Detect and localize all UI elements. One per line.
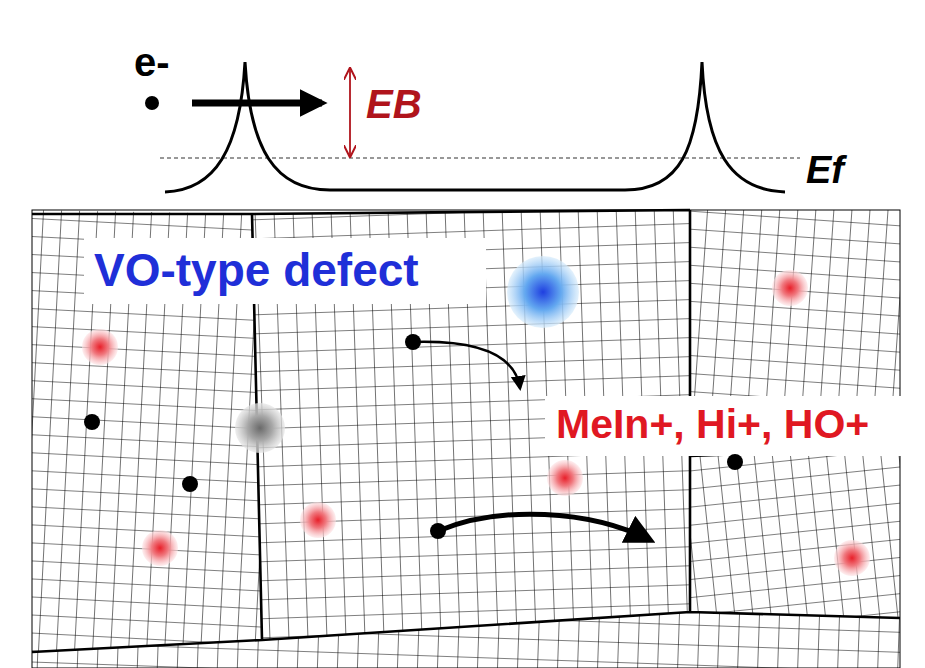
barrier-profile [165,62,785,192]
barrier-height-arrow [349,70,351,155]
fermi-level-label: Ef [806,150,844,192]
label-ground [84,238,486,304]
donor-dopant [82,270,870,576]
dopant-label: MeIn+, Hi+, HO+ [556,402,869,447]
barrier-energy-label: EB [366,82,422,126]
neutral-defect [235,403,285,453]
transport-arrow [438,514,650,540]
scattering-arrow [413,342,520,388]
defect-label: VO-type defect [94,245,419,296]
electron-arrow [192,100,322,107]
electron-label: e- [134,40,170,84]
oxygen-vacancy-defect [507,256,579,328]
electron-dot [145,96,159,110]
fermi-level-line [160,157,800,158]
label-ground [545,396,925,456]
grain-structure [32,210,900,668]
